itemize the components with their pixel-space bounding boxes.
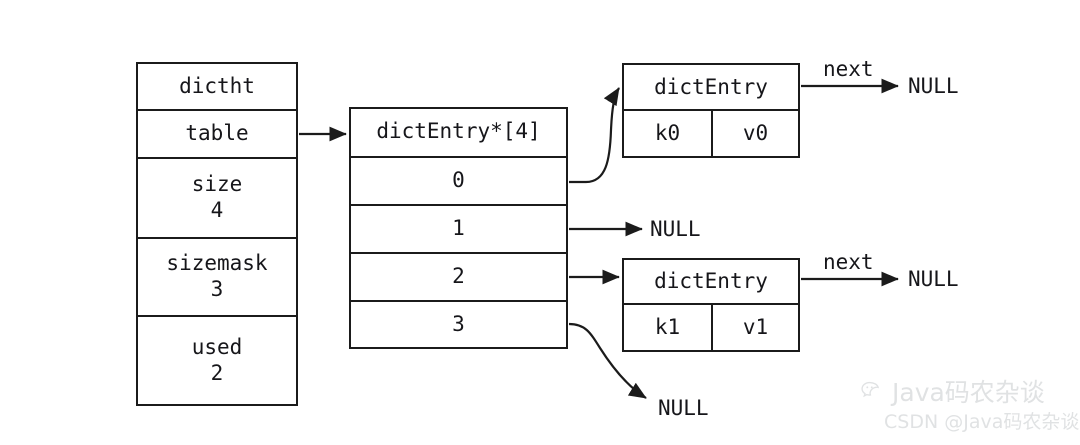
- dictht-used-value: 2: [210, 360, 224, 385]
- dictht-size-value: 4: [210, 198, 224, 222]
- dictentry-1-next-null-label: NULL: [908, 267, 959, 291]
- dictht-header-label: dictht: [179, 74, 255, 99]
- table-array-divider-0: [349, 156, 568, 158]
- dictentry-0-next-label: next: [823, 57, 874, 81]
- table-array-box: [349, 107, 568, 349]
- dictht-sizemask-label: sizemask: [166, 251, 268, 276]
- dictht-table-label: table: [185, 121, 249, 146]
- dictht-row-sizemask: sizemask 3: [138, 239, 296, 315]
- dictentry-0-value-cell: v0: [713, 111, 798, 156]
- wechat-logo-icon: [861, 381, 880, 397]
- dictentry-0-key-cell: k0: [624, 111, 711, 156]
- dictht-header-cell: dictht: [138, 64, 296, 110]
- table-slot-2: 2: [351, 254, 566, 300]
- dictht-divider-3: [136, 237, 298, 239]
- table-array-header-cell: dictEntry*[4]: [351, 109, 566, 155]
- dictentry-1-header-label: dictEntry: [654, 269, 768, 294]
- table-array-divider-3: [349, 300, 568, 302]
- dictentry-1-value-label: v1: [742, 314, 769, 339]
- dictentry-1-key-cell: k1: [624, 305, 711, 350]
- dictentry-0-next-null-label: NULL: [908, 74, 959, 98]
- dictentry-0-key-label: k0: [654, 120, 681, 145]
- slot-1-null-label: NULL: [650, 217, 701, 241]
- table-slot-3: 3: [351, 302, 566, 348]
- arrow-slot0-to-dictentry0: [569, 87, 620, 184]
- dictht-struct-box: [136, 62, 298, 406]
- dictentry-1-next-label: next: [823, 250, 874, 274]
- dictht-divider-1: [136, 109, 298, 111]
- table-slot-0-index: 0: [452, 168, 465, 193]
- dictentry-1-key-label: k1: [654, 314, 681, 339]
- table-slot-1: 1: [351, 206, 566, 252]
- dictentry-1-value-cell: v1: [713, 305, 798, 350]
- dictentry-0-header-cell: dictEntry: [624, 65, 798, 110]
- slot-3-null-label: NULL: [658, 396, 709, 420]
- dictentry-0-value-label: v0: [742, 120, 769, 145]
- dictentry-1-kv-divider: [711, 304, 713, 352]
- dictht-divider-2: [136, 157, 298, 159]
- table-array-divider-2: [349, 252, 568, 254]
- table-array-divider-1: [349, 204, 568, 206]
- dictht-sizemask-value: 3: [210, 277, 224, 301]
- watermark-brand-text: Java码农杂谈: [892, 378, 1045, 407]
- table-slot-0: 0: [351, 158, 566, 204]
- watermark-brand-row: Java码农杂谈: [860, 373, 1045, 409]
- dictht-divider-4: [136, 315, 298, 317]
- dictentry-0-header-label: dictEntry: [654, 74, 768, 99]
- dictentry-0-kv-divider: [711, 110, 713, 158]
- dictht-row-table: table: [138, 111, 296, 157]
- table-slot-1-index: 1: [452, 216, 465, 241]
- dictentry-1-header-cell: dictEntry: [624, 260, 798, 304]
- table-slot-3-index: 3: [452, 312, 465, 337]
- dictht-row-size: size 4: [138, 159, 296, 237]
- table-array-header-label: dictEntry*[4]: [376, 119, 541, 144]
- figure-caption: [0, 428, 1080, 445]
- dictht-row-used: used 2: [138, 317, 296, 404]
- table-slot-2-index: 2: [452, 264, 465, 289]
- dictht-size-label: size: [191, 172, 243, 197]
- dictht-used-label: used: [191, 334, 243, 359]
